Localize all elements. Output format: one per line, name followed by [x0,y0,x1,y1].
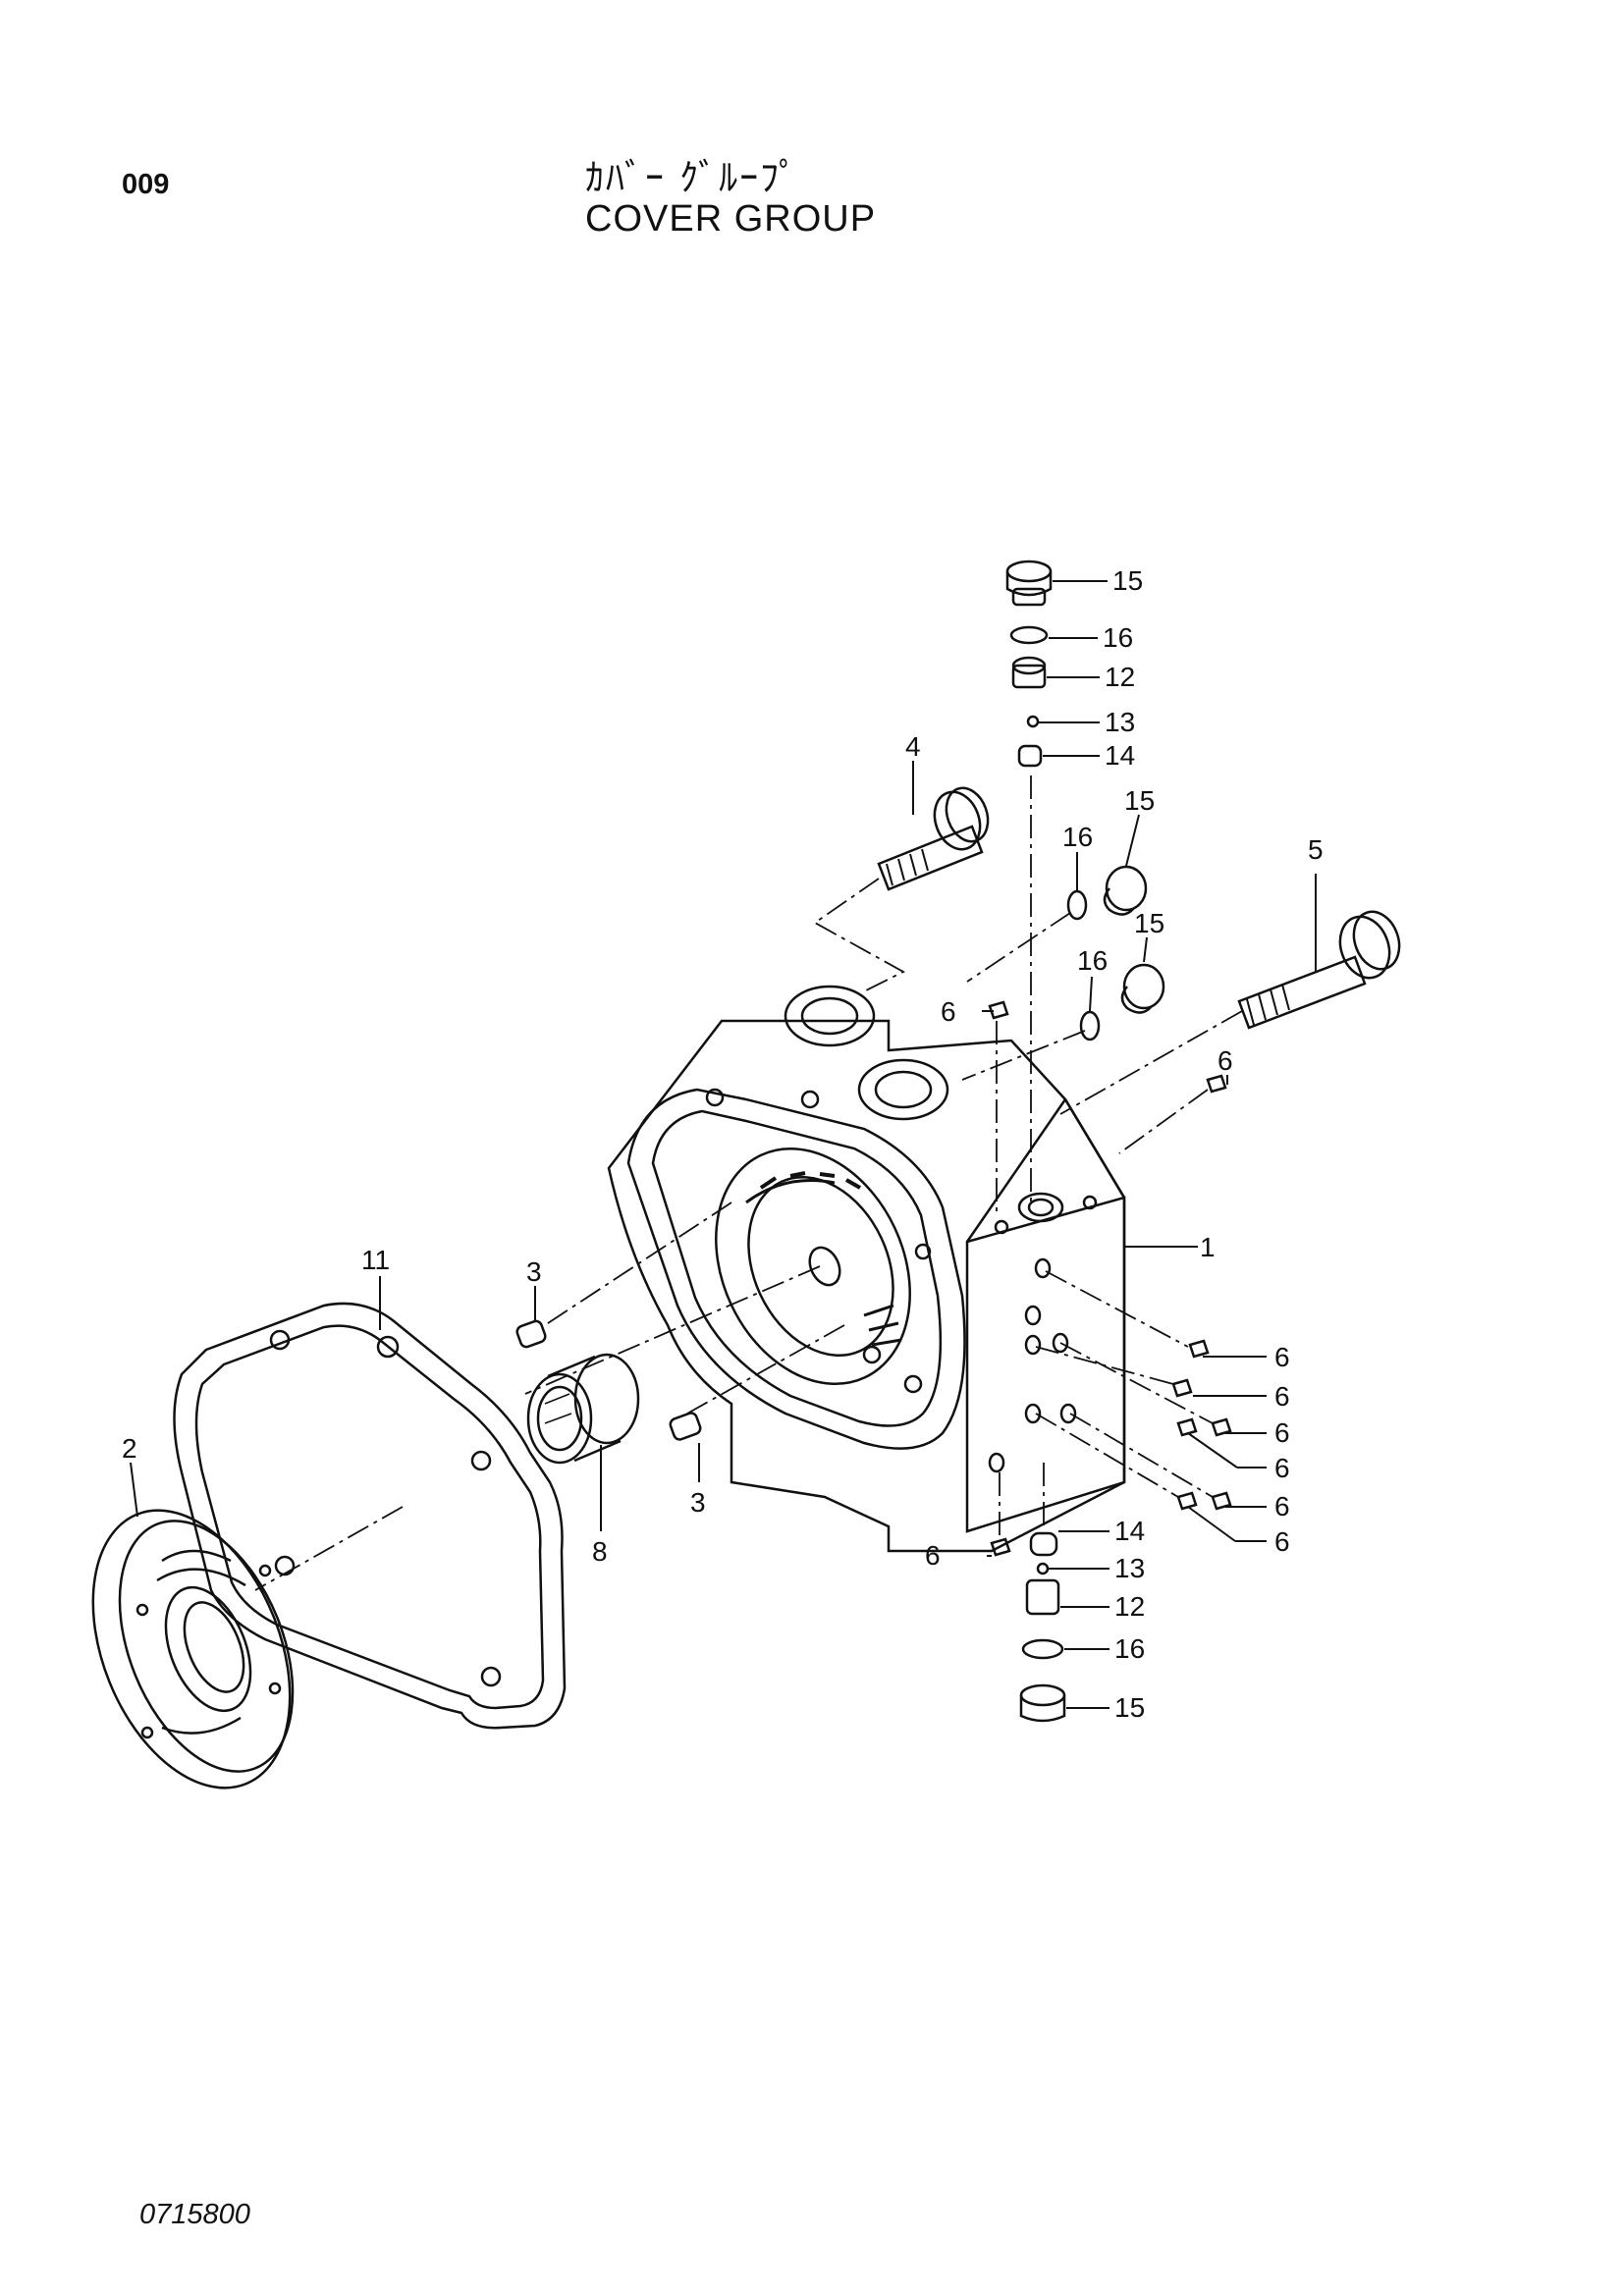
callout-16-mid1: 16 [1062,822,1093,852]
callout-16-top: 16 [1103,622,1133,653]
callout-15-top: 15 [1112,565,1143,596]
callout-13-top: 13 [1105,707,1135,737]
callout-6-r5: 6 [1274,1491,1290,1522]
part-8-bearing [526,1353,640,1465]
center-lines [254,775,1243,1591]
callout-11: 11 [361,1245,390,1275]
callout-12-top: 12 [1105,662,1135,692]
title-japanese: ｶﾊﾞｰ ｸﾞﾙｰﾌﾟ [585,156,800,199]
callout-6-r4: 6 [1274,1453,1290,1483]
callout-1: 1 [1200,1232,1216,1262]
callout-12-bottom: 12 [1114,1591,1145,1622]
part-1-cover-body [607,985,1126,1553]
callout-3-top: 3 [526,1256,542,1287]
callout-6-r2: 6 [1274,1381,1290,1412]
callout-labels: 15 16 12 13 14 4 15 16 5 15 16 6 6 1 11 … [122,565,1324,1723]
callout-16-bottom: 16 [1114,1633,1145,1664]
callout-5: 5 [1308,834,1324,865]
callout-15-mid1: 15 [1124,785,1155,816]
part-3-pins [515,1319,702,1441]
part-5-bolt [1237,910,1401,1030]
callout-6-top: 6 [941,996,956,1027]
top-plug-stack [1005,560,1165,1041]
callout-2: 2 [122,1433,137,1464]
callout-13-bottom: 13 [1114,1553,1145,1583]
callout-15-bottom: 15 [1114,1692,1145,1723]
callout-6-right: 6 [1217,1045,1233,1076]
part-4-bolt [877,786,990,891]
callout-15-mid2: 15 [1134,908,1164,938]
bottom-plug-stack [1019,1531,1066,1723]
document-number: 0715800 [139,2199,250,2230]
callout-16-mid2: 16 [1077,945,1108,976]
callout-14-top: 14 [1105,740,1135,771]
callout-6-r6: 6 [1274,1526,1290,1557]
callout-4: 4 [905,731,921,762]
callout-6-bottom: 6 [925,1540,941,1571]
callout-6-r3: 6 [1274,1417,1290,1448]
title-english: COVER GROUP [585,198,877,240]
callout-6-r1: 6 [1274,1342,1290,1372]
callout-3-bottom: 3 [690,1487,706,1518]
callout-8: 8 [592,1536,608,1567]
callout-leaders [130,580,1317,1709]
callout-14-bottom: 14 [1114,1516,1145,1546]
part-6-plugs [988,1000,1232,1557]
page-code: 009 [122,169,170,200]
part-2-valve-plate [91,1509,295,1789]
part-11-gasket [173,1302,567,1730]
